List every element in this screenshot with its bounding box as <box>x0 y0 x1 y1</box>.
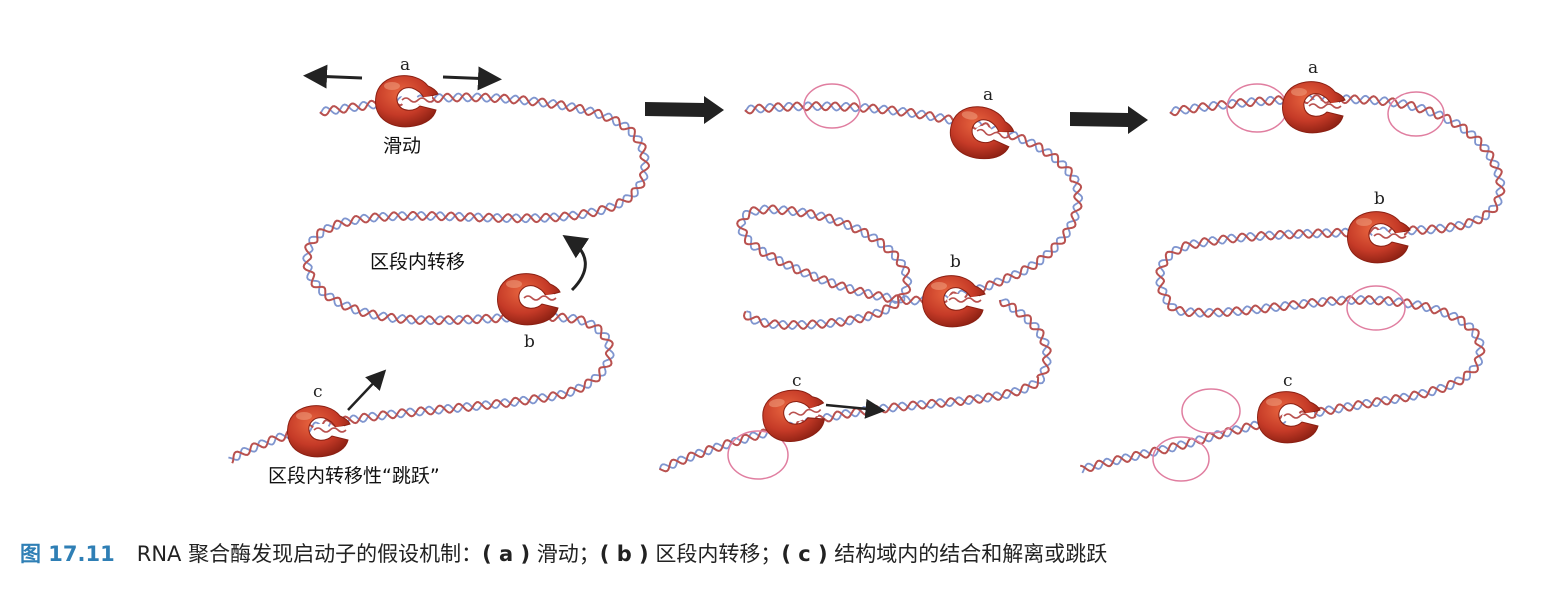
site-circle <box>1226 83 1288 133</box>
slide-right-arrow <box>442 66 502 91</box>
dna-panel-2 <box>658 101 1084 473</box>
step-arrow-2 <box>1070 106 1148 134</box>
site-circle <box>1387 91 1445 137</box>
jump-arrow-panel2 <box>825 398 886 419</box>
label-a-panel3: a <box>1308 58 1318 78</box>
enzyme-a-panel1 <box>375 75 439 128</box>
site-circle <box>803 83 861 129</box>
highlight <box>296 412 312 420</box>
bound-dna <box>523 295 557 301</box>
enzyme-a-panel2 <box>949 106 1015 160</box>
site-circle <box>1152 436 1210 482</box>
caption-part-b: 区段内转移； <box>648 542 782 566</box>
dna-panel-3 <box>1080 93 1506 474</box>
label-intra-jump: 区段内转移性“跳跃” <box>268 465 440 487</box>
enzyme-b-panel1 <box>497 273 561 326</box>
bound-dna <box>948 297 982 303</box>
label-sliding: 滑动 <box>383 135 421 157</box>
bound-dna <box>313 427 347 433</box>
enzyme-b-panel2 <box>922 275 986 328</box>
bound-dna <box>788 408 822 416</box>
caption-key-a: ( a ) <box>482 542 531 566</box>
transfer-curve-arrow <box>562 235 590 292</box>
dna-panel-1 <box>228 92 650 464</box>
bound-dna <box>1308 103 1342 109</box>
label-a-panel2: a <box>983 85 993 105</box>
dna-strands <box>228 92 1506 474</box>
highlight <box>1266 398 1282 406</box>
site-circle <box>727 430 789 480</box>
caption-text: RNA 聚合酶发现启动子的假设机制： <box>136 542 483 566</box>
dna-strand <box>737 101 1084 330</box>
highlight <box>1356 218 1372 226</box>
arrows <box>303 64 1148 419</box>
bound-dna <box>401 97 435 103</box>
highlight <box>768 398 785 408</box>
enzyme-c-panel3 <box>1257 391 1321 444</box>
label-b-panel3: b <box>1374 189 1385 209</box>
label-intra-transfer: 区段内转移 <box>370 251 465 273</box>
label-a-panel1: a <box>400 55 410 75</box>
dna-strand <box>1080 93 1506 473</box>
dna-strand <box>228 92 650 461</box>
caption-part-a: 滑动； <box>530 542 600 566</box>
site-circle <box>1346 285 1406 331</box>
highlight <box>506 280 522 288</box>
highlight <box>931 282 947 290</box>
bound-dna <box>1373 233 1407 239</box>
bound-dna <box>976 128 1010 139</box>
step-arrow-1 <box>645 96 724 124</box>
label-b-panel2: b <box>950 252 961 272</box>
highlight <box>1291 88 1307 96</box>
site-circle <box>1181 388 1241 434</box>
highlight <box>961 111 978 120</box>
dna-strand <box>736 101 1083 330</box>
label-c-panel2: c <box>792 371 802 391</box>
enzyme-a-panel3 <box>1282 81 1346 134</box>
highlight <box>384 82 400 90</box>
dna-strand <box>658 298 1052 470</box>
diagram: a b c a b c a b c 滑动 区段内转移 区段内转移性“跳跃” <box>228 55 1506 487</box>
label-b-panel1: b <box>524 332 535 352</box>
figure-number: 图 17.11 <box>20 542 115 566</box>
enzymes <box>287 75 1411 458</box>
bound-dna <box>1283 413 1317 419</box>
slide-left-arrow <box>303 64 363 89</box>
dna-strand <box>659 299 1052 473</box>
enzyme-c-panel1 <box>287 405 351 458</box>
dna-strand <box>231 92 650 464</box>
label-c-panel3: c <box>1283 371 1293 391</box>
caption-part-c: 结构域内的结合和解离或跳跃 <box>827 542 1108 566</box>
enzyme-b-panel3 <box>1347 211 1411 264</box>
caption-key-b: ( b ) <box>599 542 649 566</box>
caption-key-c: ( c ) <box>781 542 828 566</box>
label-c-panel1: c <box>313 382 323 402</box>
enzyme-c-panel2 <box>762 389 825 442</box>
jump-arrow <box>347 369 387 411</box>
